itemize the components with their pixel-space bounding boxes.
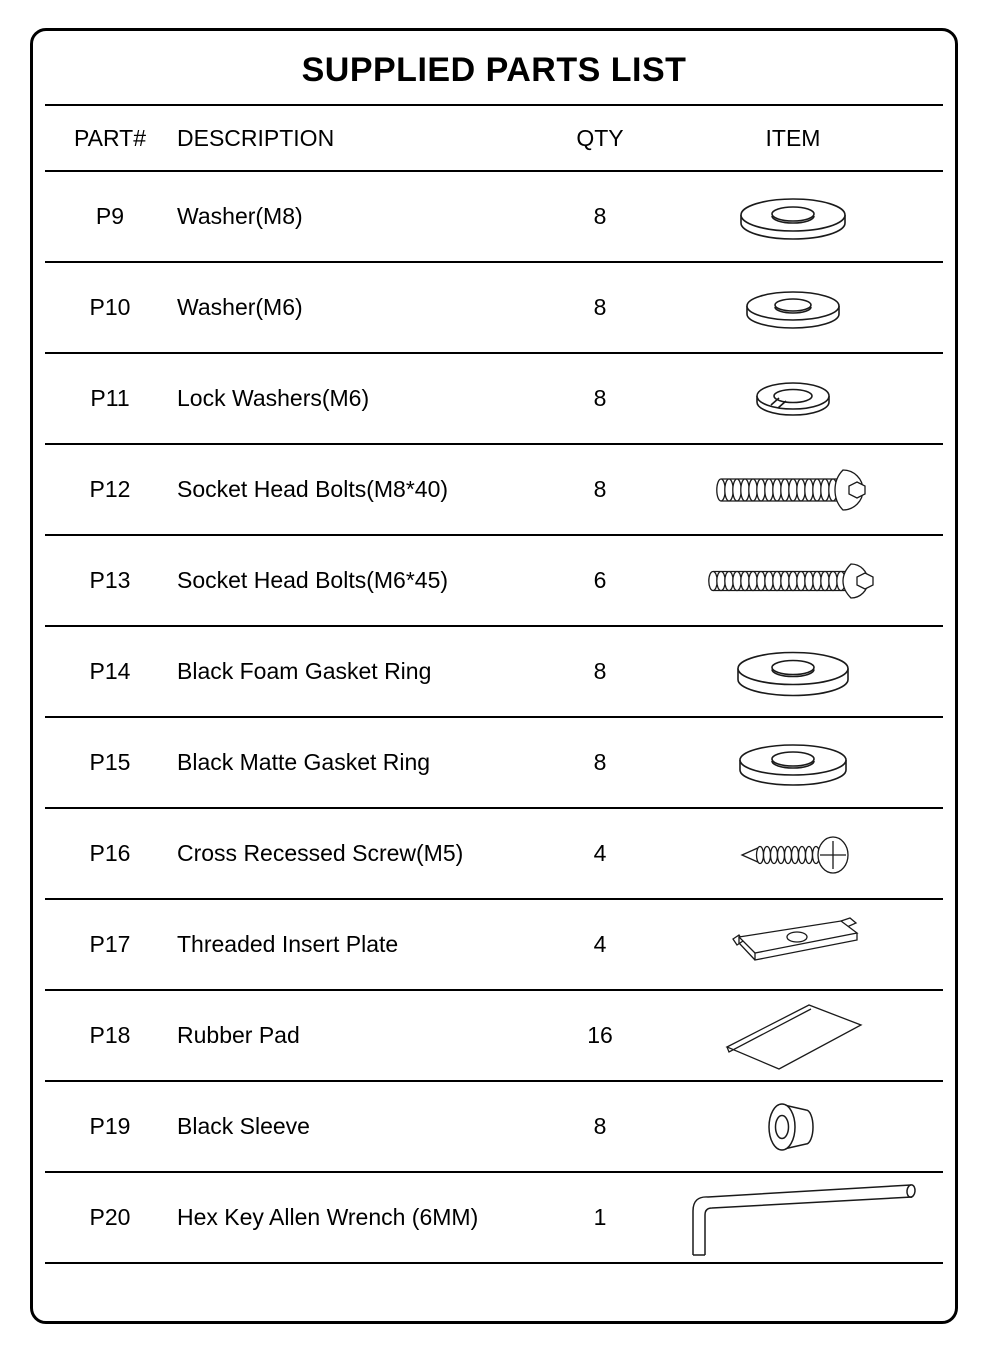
part-number: P17 <box>89 931 131 957</box>
part-description: Rubber Pad <box>177 1022 300 1048</box>
part-description: Washer(M6) <box>177 294 303 320</box>
part-number: P10 <box>89 294 131 320</box>
table-row: P18 Rubber Pad 16 <box>45 991 943 1082</box>
divider <box>45 170 943 172</box>
page-title: SUPPLIED PARTS LIST <box>301 51 687 89</box>
table-row: P19 Black Sleeve 8 <box>45 1082 943 1173</box>
socket-bolt-m6-icon <box>673 552 943 610</box>
part-number: P12 <box>89 476 131 502</box>
part-qty: 1 <box>593 1204 607 1230</box>
socket-bolt-m8-icon <box>673 461 943 519</box>
table-row: P15 Black Matte Gasket Ring 8 <box>45 718 943 809</box>
table-row: P10 Washer(M6) 8 <box>45 263 943 354</box>
part-description: Hex Key Allen Wrench (6MM) <box>177 1204 479 1230</box>
part-number: P11 <box>90 385 130 411</box>
part-number: P19 <box>89 1113 131 1139</box>
parts-table-body: P9 Washer(M8) 8 P10 Washer(M6) 8 P11 Loc… <box>33 172 955 1264</box>
part-description: Socket Head Bolts(M6*45) <box>177 567 449 593</box>
part-qty: 4 <box>593 840 607 866</box>
header-part-number: PART# <box>73 124 146 151</box>
part-description: Threaded Insert Plate <box>177 931 399 957</box>
part-number: P16 <box>89 840 131 866</box>
gasket-ring-foam-icon <box>673 641 943 703</box>
cross-screw-icon <box>673 828 943 880</box>
part-number: P15 <box>89 749 131 775</box>
divider <box>45 104 943 106</box>
part-qty: 8 <box>593 1113 607 1139</box>
part-description: Lock Washers(M6) <box>177 385 370 411</box>
part-qty: 4 <box>593 931 607 957</box>
washer-m8-icon <box>673 188 943 246</box>
part-number: P18 <box>89 1022 131 1048</box>
table-row: P20 Hex Key Allen Wrench (6MM) 1 <box>45 1173 943 1264</box>
part-qty: 16 <box>587 1022 613 1048</box>
part-number: P13 <box>89 567 131 593</box>
sleeve-icon <box>673 1095 943 1159</box>
washer-m6-icon <box>673 281 943 335</box>
header-item: ITEM <box>765 124 821 151</box>
part-qty: 8 <box>593 658 607 684</box>
part-description: Washer(M8) <box>177 203 303 229</box>
part-description: Black Foam Gasket Ring <box>177 658 432 684</box>
header-description: DESCRIPTION <box>177 124 335 151</box>
table-header-row: PART# DESCRIPTION QTY ITEM <box>45 106 943 170</box>
part-qty: 6 <box>593 567 607 593</box>
part-description: Socket Head Bolts(M8*40) <box>177 476 449 502</box>
part-qty: 8 <box>593 749 607 775</box>
table-row: P9 Washer(M8) 8 <box>45 172 943 263</box>
rubber-pad-icon <box>673 999 943 1073</box>
part-number: P14 <box>89 658 131 684</box>
table-row: P12 Socket Head Bolts(M8*40) 8 <box>45 445 943 536</box>
part-number: P9 <box>95 203 125 229</box>
parts-list-sheet: SUPPLIED PARTS LIST PART# DESCRIPTION QT… <box>30 28 958 1324</box>
part-qty: 8 <box>593 294 607 320</box>
table-row: P16 Cross Recessed Screw(M5) 4 <box>45 809 943 900</box>
part-qty: 8 <box>593 385 607 411</box>
table-row: P11 Lock Washers(M6) 8 <box>45 354 943 445</box>
insert-plate-icon <box>673 913 943 977</box>
lock-washer-icon <box>673 374 943 424</box>
part-qty: 8 <box>593 476 607 502</box>
part-description: Cross Recessed Screw(M5) <box>177 840 464 866</box>
allen-wrench-icon <box>673 1177 955 1259</box>
part-description: Black Sleeve <box>177 1113 310 1139</box>
gasket-ring-matte-icon <box>673 733 943 793</box>
header-qty: QTY <box>576 124 624 151</box>
part-description: Black Matte Gasket Ring <box>177 749 431 775</box>
part-number: P20 <box>89 1204 131 1230</box>
table-row: P13 Socket Head Bolts(M6*45) 6 <box>45 536 943 627</box>
part-qty: 8 <box>593 203 607 229</box>
table-row: P14 Black Foam Gasket Ring 8 <box>45 627 943 718</box>
table-row: P17 Threaded Insert Plate 4 <box>45 900 943 991</box>
